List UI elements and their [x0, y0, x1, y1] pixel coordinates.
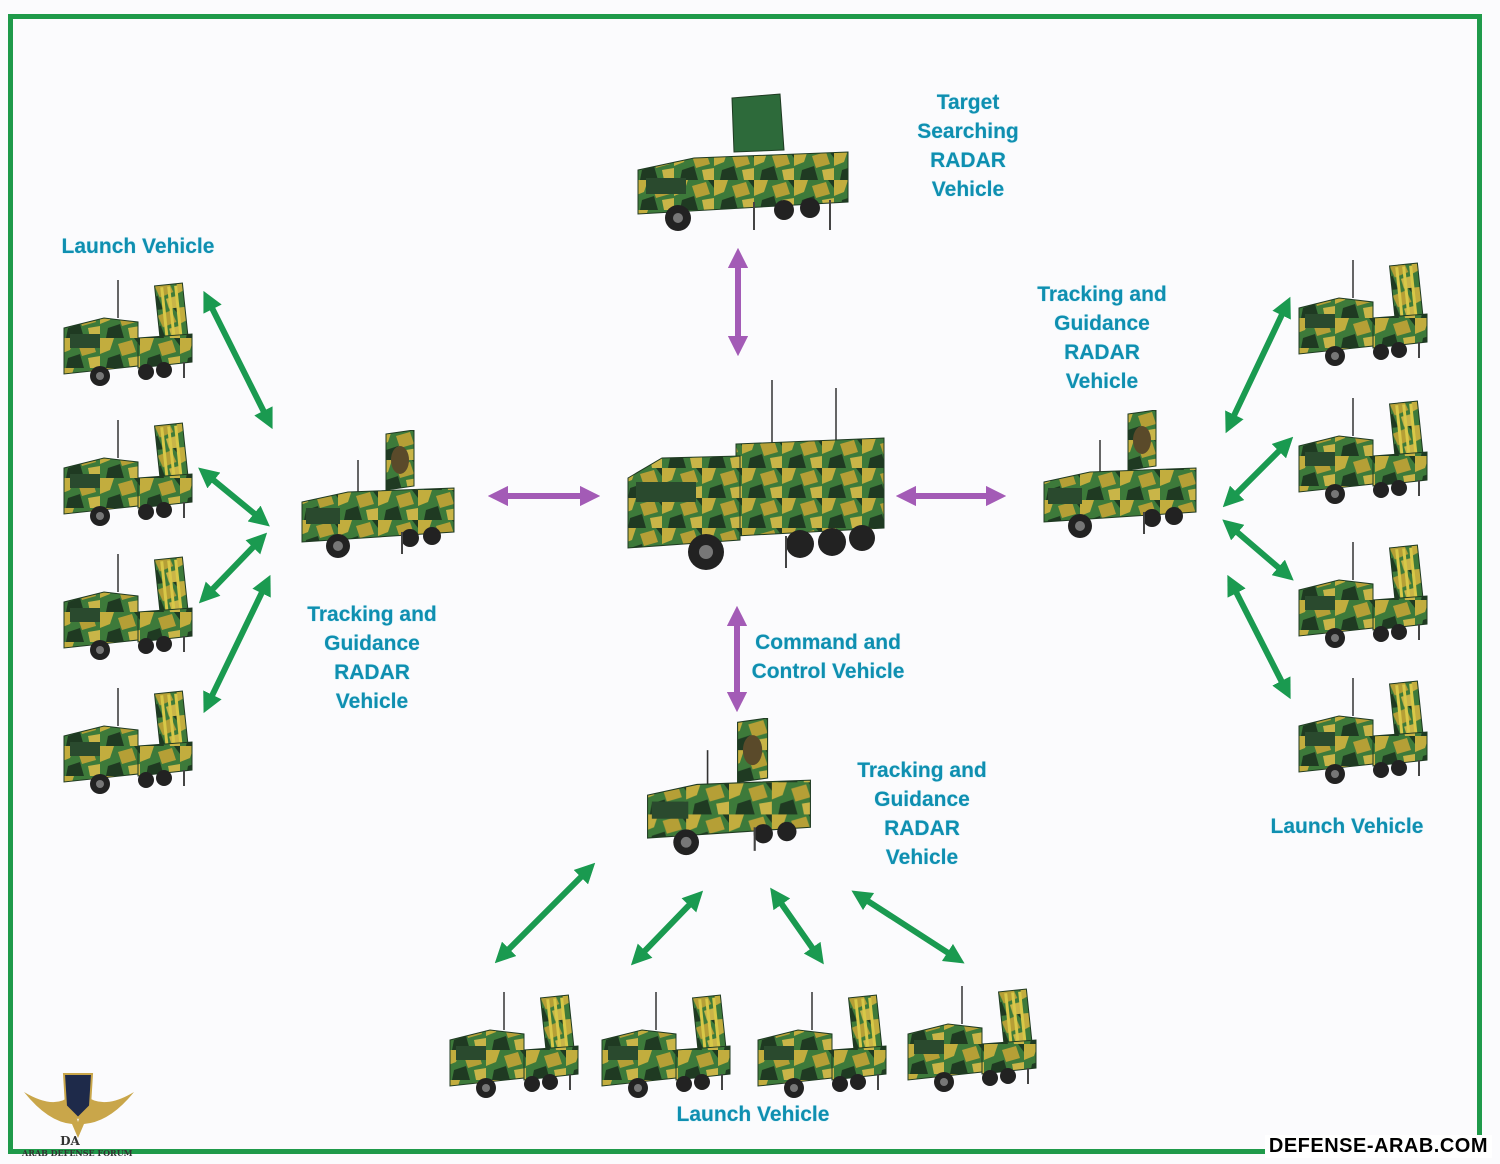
tracking-radar-vehicle-icon — [646, 718, 812, 857]
launch-vehicle-icon — [600, 990, 732, 1100]
link-arrow-launcher — [1227, 574, 1291, 700]
launch-vehicle-icon — [62, 418, 194, 528]
launch-vehicle-icon — [62, 686, 194, 796]
launch-vehicle-icon — [62, 552, 194, 662]
launch-vehicle-icon — [62, 278, 194, 388]
tracking-radar-vehicle-icon — [301, 430, 455, 559]
launch-vehicle-icon — [1297, 396, 1429, 506]
diagram-frame — [8, 14, 1482, 1154]
watermark: DEFENSE-ARAB.COM — [1264, 1135, 1492, 1158]
link-arrow-launcher — [1222, 519, 1294, 581]
link-arrow-launcher — [494, 862, 596, 964]
link-arrow-launcher — [1222, 436, 1294, 508]
target-search-radar-label: Target Searching RADAR Vehicle — [917, 91, 1019, 201]
link-arrow-launcher — [630, 890, 704, 966]
launch-vehicle-icon — [906, 984, 1038, 1094]
tracking-radar-label-right: Tracking and Guidance RADAR Vehicle — [1037, 283, 1167, 393]
arab-defense-forum-logo — [24, 1073, 134, 1138]
tracking-radar-vehicle-icon — [1043, 410, 1197, 539]
launch-vehicle-icon — [1297, 676, 1429, 786]
tracking-radar-label-left: Tracking and Guidance RADAR Vehicle — [307, 603, 437, 713]
launch-vehicle-icon — [1297, 258, 1429, 368]
launch-vehicle-label-right: Launch Vehicle — [1270, 815, 1424, 838]
link-arrow-launcher — [198, 467, 270, 527]
launch-vehicle-label-left: Launch Vehicle — [61, 235, 215, 258]
launch-vehicle-icon — [1297, 540, 1429, 650]
link-arrow-launcher — [770, 887, 824, 965]
launch-vehicle-icon — [756, 990, 888, 1100]
launch-vehicle-label-bottom: Launch Vehicle — [676, 1103, 830, 1126]
link-arrow-launcher — [1225, 296, 1291, 434]
search-radar-vehicle-icon — [637, 93, 849, 232]
link-arrow-launcher — [203, 290, 273, 430]
command-control-label: Command and Control Vehicle — [751, 631, 905, 683]
link-arrow-launcher — [198, 532, 268, 604]
tracking-radar-label-bottom: Tracking and Guidance RADAR Vehicle — [857, 759, 987, 869]
logo-caption: DA ARAB DEFENSE FORUM — [22, 1134, 133, 1158]
link-arrow-launcher — [203, 574, 271, 714]
launch-vehicle-icon — [448, 990, 580, 1100]
command-vehicle-icon — [627, 379, 885, 571]
link-arrow-launcher — [851, 890, 965, 964]
